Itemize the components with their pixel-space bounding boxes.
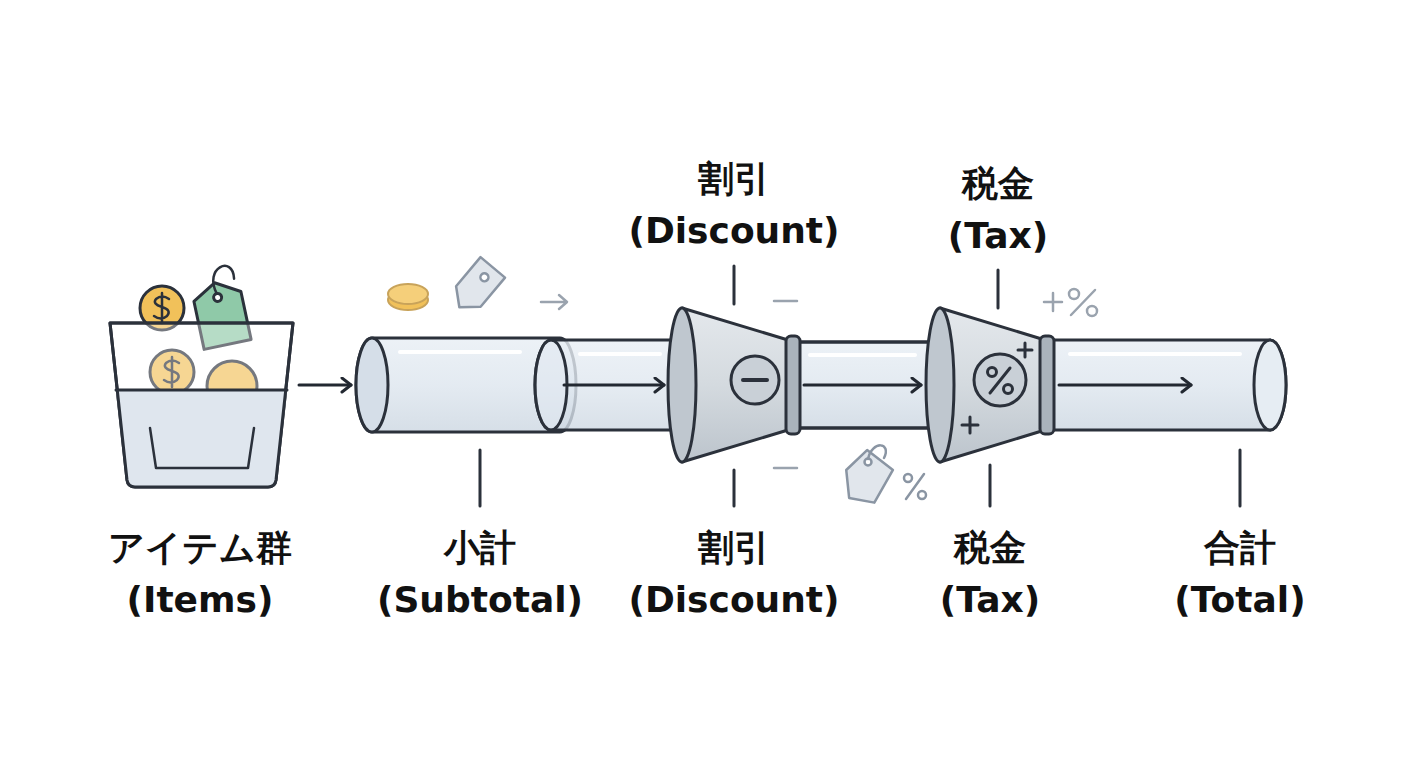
flow-arrow <box>564 384 664 387</box>
stage-label: 小計 (Subtotal) <box>375 522 585 626</box>
subtotal-tube: 小計 (Subtotal) <box>355 338 560 432</box>
flow-arrow <box>1059 384 1191 387</box>
tax-funnel-node: 税金 (Tax)税金 (Tax) <box>925 305 1055 465</box>
stage-label: 合計 (Total) <box>1170 522 1310 626</box>
pipe-tube <box>790 342 940 428</box>
discount-funnel-node: 割引 (Discount)割引 (Discount) <box>668 305 800 465</box>
flow-arrow <box>299 384 351 387</box>
stage-label: 税金 (Tax) <box>943 158 1053 262</box>
stage-label: 割引 (Discount) <box>627 153 842 257</box>
pipe-tube <box>356 338 576 432</box>
minus-mark <box>774 300 797 303</box>
stage-label: 税金 (Tax) <box>935 522 1045 626</box>
total-tube: 合計 (Total) <box>1195 338 1285 432</box>
decor-arrow <box>541 295 567 309</box>
discount-funnel <box>668 308 800 462</box>
pipe-tube <box>1045 340 1286 430</box>
basket <box>110 323 293 487</box>
tax-funnel <box>926 308 1054 462</box>
tag-icon <box>447 257 505 317</box>
minus-mark <box>774 467 797 470</box>
flow-arrow <box>804 384 921 387</box>
tag-percent <box>842 445 926 506</box>
stage-label: アイテム群 (Items) <box>95 522 305 626</box>
basket-fill <box>116 390 287 487</box>
stage-label: 割引 (Discount) <box>627 522 842 626</box>
leader-line <box>480 266 1240 506</box>
basket-node: アイテム群 (Items) <box>108 320 295 487</box>
plus-percent <box>1044 289 1097 316</box>
